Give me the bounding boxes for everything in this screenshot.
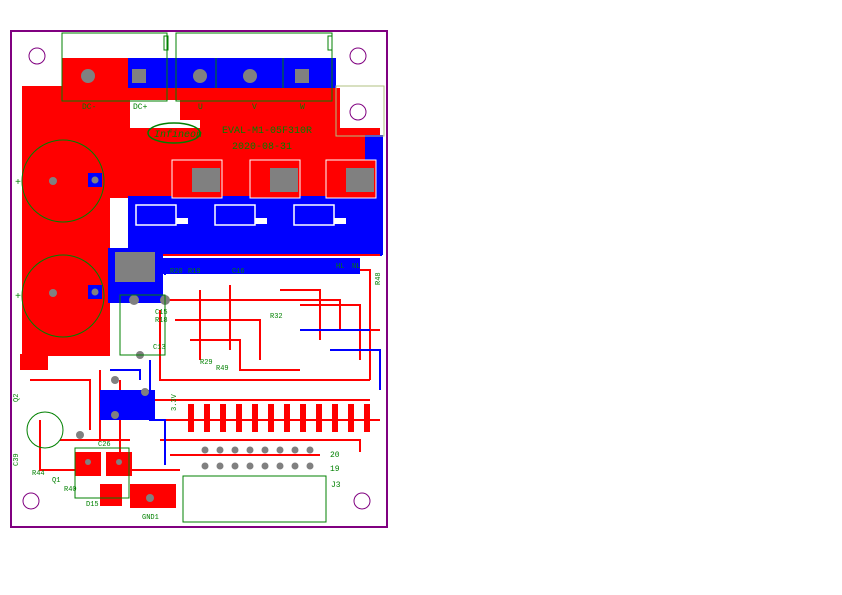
cap2-polarity: + (15, 292, 21, 303)
right-region-outline (335, 85, 385, 137)
ref-r40: R40 (64, 486, 77, 494)
dc-copper-pour (22, 58, 380, 300)
ref-r49: R49 (216, 365, 229, 373)
gate-driver-row (135, 204, 346, 226)
board-name: EVAL-M1-05F310R (222, 126, 312, 137)
mounting-hole-top-left (28, 47, 46, 65)
ref-d15: D15 (86, 501, 99, 509)
ref-c15: C15 (155, 309, 168, 317)
cap1-pad-neg (49, 177, 57, 185)
cap2-pad-pos-hole (91, 288, 99, 296)
label-v: V (252, 103, 257, 112)
ref-r18: R18 (155, 317, 168, 325)
terminal-pad-w (295, 69, 309, 83)
terminal-pad-dc-minus (81, 69, 95, 83)
ref-r32: R32 (270, 313, 283, 321)
ref-r29: R29 (200, 359, 213, 367)
label-dc-minus: DC- (82, 103, 96, 112)
cap2-pad-neg (49, 289, 57, 297)
ref-nl: NL (352, 263, 360, 271)
control-area-block (20, 248, 360, 420)
ref-v33: 3.3V (171, 393, 179, 411)
ref-c26: C26 (98, 441, 111, 449)
aux-via-3 (76, 431, 84, 439)
bulk-capacitor-2 (21, 254, 105, 338)
bulk-capacitor-1 (21, 139, 105, 223)
terminal-pad-u (193, 69, 207, 83)
mounting-hole-bottom-right (353, 492, 371, 510)
board-date: 2020-08-31 (232, 142, 292, 153)
ref-hl: HL (336, 263, 344, 271)
dc-terminal-tab (163, 35, 169, 51)
control-region-outline (119, 294, 166, 356)
ref-r44: R44 (32, 470, 45, 478)
label-j3: J3 (331, 481, 341, 490)
aux-via-4 (111, 411, 119, 419)
header-j3-pins (201, 446, 314, 470)
ref-q2: Q2 (13, 394, 21, 402)
motor-terminal-tab (327, 35, 333, 51)
dc-bus-pour-strip (62, 58, 130, 102)
aux-via-1 (85, 459, 91, 465)
label-gnd1: GND1 (142, 514, 159, 522)
power-module-v (249, 159, 301, 199)
terminal-pad-v (243, 69, 257, 83)
cap1-pad-pos-hole (91, 176, 99, 184)
aux-via-2 (116, 459, 122, 465)
ref-c39: C39 (13, 453, 21, 466)
resistor-array-row (188, 404, 370, 432)
infineon-logo (147, 122, 201, 144)
ref-c13: C13 (153, 344, 166, 352)
label-pin19: 19 (330, 465, 340, 474)
infineon-logo-text: Infineon (154, 129, 202, 141)
power-module-w (325, 159, 377, 199)
gnd1-hole (146, 494, 154, 502)
aux-via-8 (141, 388, 149, 396)
dc-terminal-outline (61, 32, 168, 102)
mounting-hole-mid-right (349, 103, 367, 121)
mounting-hole-bottom-left (22, 492, 40, 510)
power-module-u (171, 159, 223, 199)
ref-r19: R19 (188, 268, 201, 276)
terminal-pad-dc-plus (132, 69, 146, 83)
dc-bus-pour-left (22, 86, 110, 356)
ref-r48: R48 (375, 272, 383, 285)
label-w: W (300, 103, 305, 112)
aux-via-5 (129, 295, 139, 305)
cap1-polarity: + (15, 178, 21, 189)
header-j3-outline (182, 475, 327, 523)
aux-cap-outline (74, 447, 130, 499)
aux-via-9 (111, 376, 119, 384)
ref-c16: C16 (232, 268, 245, 276)
label-u: U (198, 103, 203, 112)
label-pin20: 20 (330, 451, 340, 460)
ref-q1: Q1 (52, 477, 60, 485)
aux-transistor-q2 (26, 411, 64, 449)
label-dc-plus: DC+ (133, 103, 148, 112)
ref-r20: R20 (170, 268, 183, 276)
mounting-hole-top-right (349, 47, 367, 65)
gnd1-pad-left (100, 484, 122, 506)
